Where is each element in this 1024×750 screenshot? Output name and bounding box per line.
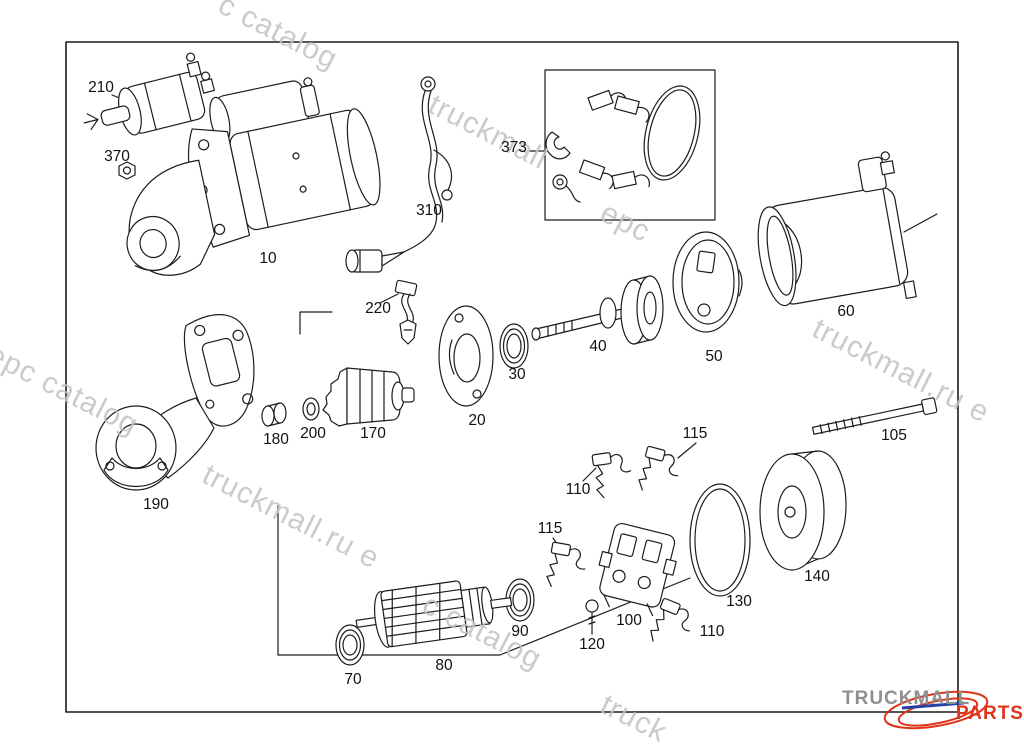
diagram-frame xyxy=(65,41,959,713)
part-220-brush-link xyxy=(394,279,418,345)
part-140-end-cap xyxy=(759,450,847,571)
part-30-bearing xyxy=(499,323,529,369)
part-80-armature xyxy=(355,580,513,648)
truckmall-parts-logo: TRUCKMALL PARTS xyxy=(836,682,1024,744)
part-200-ring xyxy=(302,397,320,421)
part-60-field-housing xyxy=(757,151,917,307)
logo-swirl-icon xyxy=(883,690,989,730)
part-115-brush-spring-top xyxy=(636,445,684,499)
part-115-brush-spring-low xyxy=(544,541,590,593)
part-10-starter-assembly xyxy=(126,77,381,276)
part-120-screw xyxy=(585,599,599,635)
part-130-seal-ring xyxy=(689,483,751,597)
part-40-drive-shaft xyxy=(531,275,664,345)
part-373-repair-kit xyxy=(545,85,701,203)
part-105-through-bolt xyxy=(811,397,938,435)
part-373-kit-box xyxy=(544,69,716,221)
part-170-drive-pinion xyxy=(322,367,415,427)
logo-text-parts: PARTS xyxy=(956,703,1024,724)
part-110-brush-spring-top xyxy=(591,449,635,500)
part-310-cable-harness xyxy=(345,76,453,273)
part-370-nut xyxy=(118,161,136,180)
part-70-bearing xyxy=(335,624,365,666)
part-180-bushing xyxy=(261,402,287,427)
part-190-drive-end-bracket xyxy=(95,314,255,491)
part-100-brush-holder xyxy=(598,522,677,617)
part-50-bearing-cap xyxy=(672,231,743,333)
part-20-bearing-plate xyxy=(438,305,494,407)
part-210-solenoid-switch xyxy=(83,52,215,136)
logo-text-truckmall: TRUCKMALL xyxy=(842,688,971,709)
